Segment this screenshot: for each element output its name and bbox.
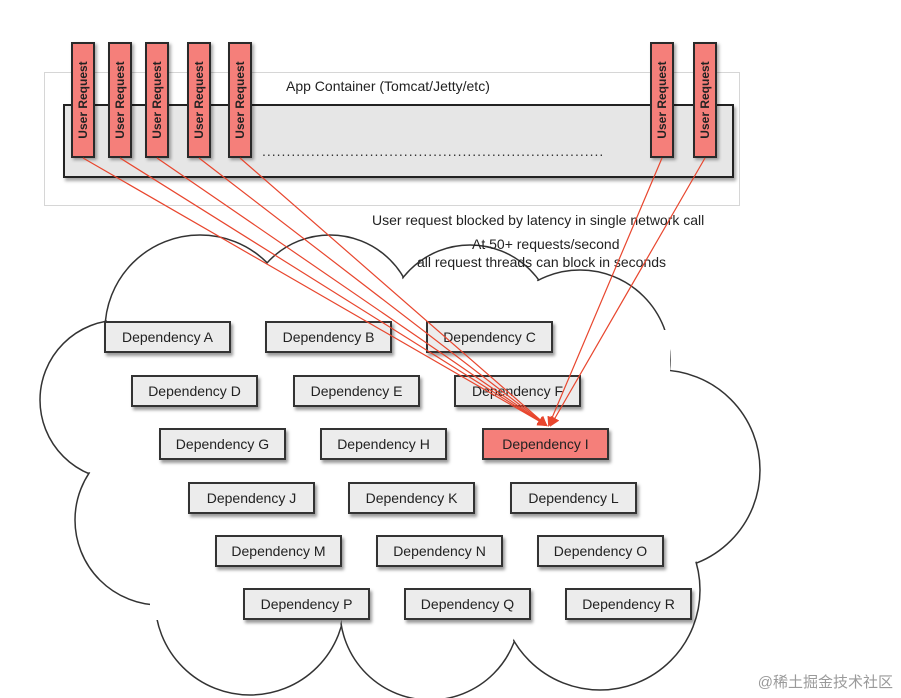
user-request-2: User Request [108,42,132,158]
user-request-label: User Request [113,61,127,139]
user-request-7: User Request [693,42,717,158]
more-requests-ellipsis: ........................................… [262,143,605,159]
user-request-label: User Request [698,61,712,139]
dependency-g: Dependency G [159,428,286,460]
dependency-a: Dependency A [104,321,231,353]
dependency-c: Dependency C [426,321,553,353]
dependency-k: Dependency K [348,482,475,514]
user-request-label: User Request [76,61,90,139]
user-request-5: User Request [228,42,252,158]
user-request-label: User Request [150,61,164,139]
dependency-l: Dependency L [510,482,637,514]
blocked-annotation: User request blocked by latency in singl… [372,212,705,228]
watermark: @稀土掘金技术社区 [757,674,893,691]
dependency-b: Dependency B [265,321,392,353]
user-request-4: User Request [187,42,211,158]
dependency-h: Dependency H [320,428,447,460]
user-request-1: User Request [71,42,95,158]
dependency-o: Dependency O [537,535,664,567]
dependency-q: Dependency Q [404,588,531,620]
rate-annotation-line1: At 50+ requests/second [472,236,620,252]
user-request-label: User Request [655,61,669,139]
dependency-m: Dependency M [215,535,342,567]
rate-annotation-line2: all request threads can block in seconds [417,254,667,270]
dependency-i-blocked: Dependency I [482,428,609,460]
dependency-j: Dependency J [188,482,315,514]
user-request-label: User Request [233,61,247,139]
user-request-3: User Request [145,42,169,158]
dependency-f: Dependency F [454,375,581,407]
app-container-title: App Container (Tomcat/Jetty/etc) [286,78,490,94]
dependency-r: Dependency R [565,588,692,620]
dependency-d: Dependency D [131,375,258,407]
dependency-e: Dependency E [293,375,420,407]
user-request-label: User Request [192,61,206,139]
dependency-p: Dependency P [243,588,370,620]
dependency-n: Dependency N [376,535,503,567]
user-request-6: User Request [650,42,674,158]
